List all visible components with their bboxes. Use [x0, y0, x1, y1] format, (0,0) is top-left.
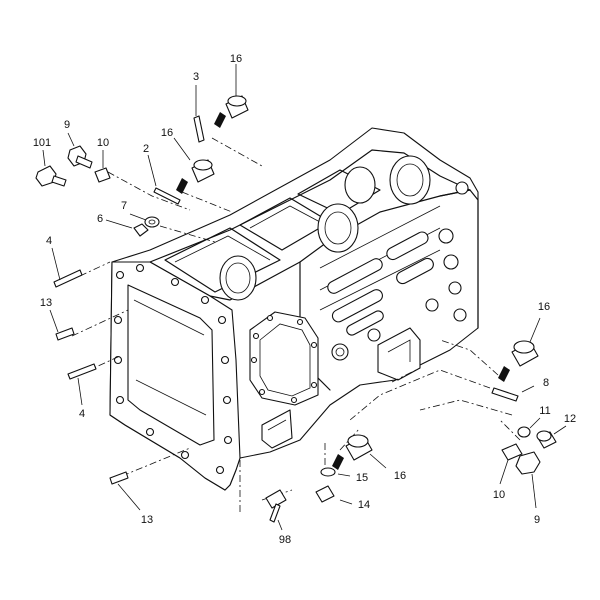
callout-11: 11: [539, 405, 550, 417]
callout-7: 7: [121, 200, 127, 212]
washer-7-nut-6: [105, 213, 160, 237]
callout-13-lower: 13: [141, 514, 153, 526]
plug-16-lower: [332, 434, 387, 470]
bearing-bores: [219, 155, 431, 301]
callout-16-top: 16: [230, 53, 242, 65]
plug-16-top: [214, 64, 249, 128]
bolt-98: [265, 489, 287, 531]
callout-16-right: 16: [538, 301, 550, 313]
callout-9-lower: 9: [534, 514, 540, 526]
side-bosses: [331, 181, 469, 361]
callout-98: 98: [279, 534, 291, 546]
fitting-group-lower-right: [499, 443, 541, 509]
o-ring-11: [517, 417, 541, 438]
callout-8: 8: [543, 377, 549, 389]
stud-4-lower: [67, 363, 97, 406]
callout-16-lower: 16: [394, 470, 406, 482]
callout-6: 6: [97, 213, 103, 225]
stud-3: [193, 85, 205, 143]
callout-4-upper: 4: [46, 235, 52, 247]
cap-12: [536, 425, 567, 449]
dowel-13-upper: [49, 309, 75, 341]
callout-13-upper: 13: [40, 297, 52, 309]
stud-4-upper: [51, 247, 83, 288]
plug-16-mid: [173, 137, 215, 194]
callout-4-lower: 4: [79, 408, 85, 420]
dowel-13-lower: [109, 471, 141, 511]
callout-2: 2: [143, 143, 149, 155]
callout-10-top: 10: [97, 137, 109, 149]
front-flange-bolt-holes: [113, 263, 233, 475]
callout-101: 101: [33, 137, 51, 149]
callout-10-lower: 10: [493, 489, 505, 501]
callout-9-top: 9: [64, 119, 70, 131]
callout-12: 12: [564, 413, 576, 425]
plug-14: [315, 485, 353, 505]
side-slots: [327, 231, 434, 336]
washer-15: [320, 467, 351, 477]
callout-16-mid: 16: [161, 127, 173, 139]
callout-14: 14: [358, 499, 370, 511]
fitting-group-top-left: [35, 132, 111, 187]
stud-2: [147, 154, 181, 205]
side-cover-plate: [249, 311, 319, 406]
assembly-leader-lines: [71, 137, 521, 512]
callout-3: 3: [193, 71, 199, 83]
plug-16-right: [498, 317, 541, 382]
callout-labels: 3 16 9 101 10 16 2 7 6 4 13 4 16 8 11 12…: [33, 53, 576, 546]
callout-15: 15: [356, 472, 368, 484]
transmission-housing: [109, 127, 479, 491]
stud-8: [491, 385, 535, 402]
